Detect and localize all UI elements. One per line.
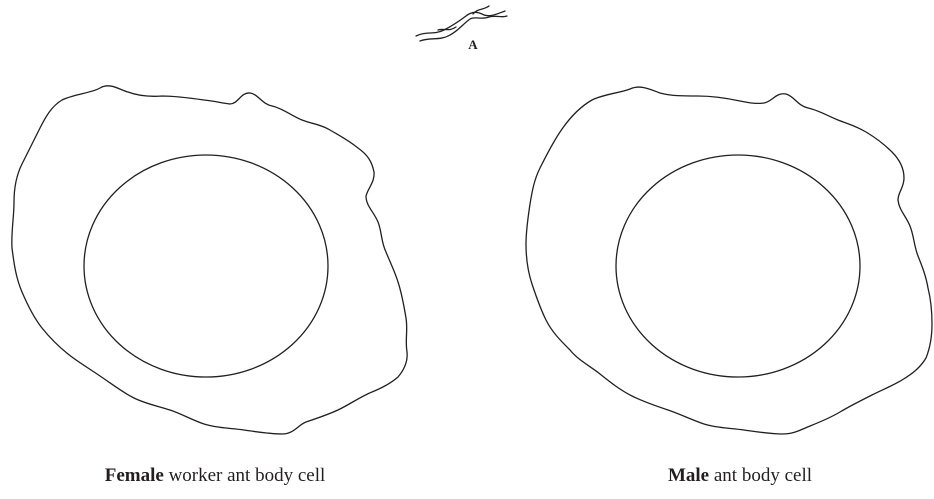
male-caption-bold: Male (668, 465, 709, 486)
male-cell-caption: Male ant body cell (610, 465, 870, 487)
female-cell-membrane (12, 86, 407, 434)
male-cell-membrane (526, 87, 932, 434)
male-cell-nucleus (616, 155, 860, 377)
male-caption-rest: ant body cell (709, 465, 812, 486)
structure-a (416, 6, 507, 41)
female-caption-bold: Female (105, 465, 164, 486)
female-cell-nucleus (84, 155, 328, 377)
label-a: A (468, 37, 478, 52)
female-cell-caption: Female worker ant body cell (70, 465, 360, 487)
female-cell (12, 86, 407, 434)
female-caption-rest: worker ant body cell (164, 465, 325, 486)
male-cell (526, 87, 932, 434)
